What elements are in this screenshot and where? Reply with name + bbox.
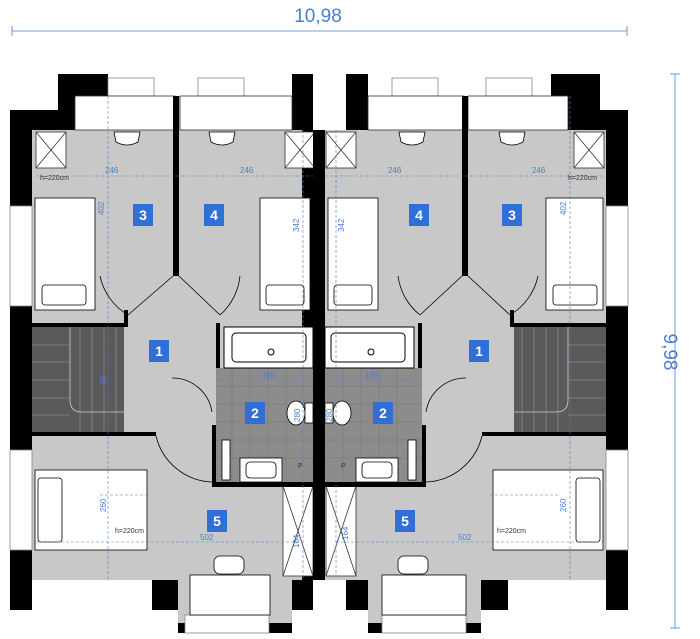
dim-164-a: 164 — [292, 534, 301, 548]
windows — [9, 77, 629, 634]
room-5-left-box — [207, 510, 227, 532]
room-labels: 3 4 1 2 5 4 3 1 2 5 — [133, 204, 522, 532]
room-4-right-label: 4 — [415, 207, 423, 223]
staircases — [32, 327, 606, 432]
dim-h220-a: h=220cm — [40, 175, 69, 182]
p-label-right: P — [341, 463, 346, 470]
room-2-left-label: 2 — [251, 405, 259, 421]
overall-width-label: 10,98 — [294, 6, 342, 27]
dim-342-a: 342 — [292, 218, 301, 232]
dim-502-b: 502 — [458, 533, 472, 542]
ventilation-shafts — [35, 131, 605, 577]
bathtubs — [223, 326, 415, 369]
overall-width-dimension — [11, 26, 628, 36]
beds — [34, 197, 604, 551]
dim-280-b: 280 — [325, 408, 334, 422]
dim-260-a: 260 — [99, 498, 108, 512]
dim-280-a: 280 — [293, 408, 302, 422]
dim-164-b: 164 — [341, 526, 350, 540]
dim-402-a: 402 — [97, 201, 106, 215]
dim-246-c: 246 — [388, 166, 402, 175]
desks — [189, 555, 467, 616]
dim-165-b: 165 — [365, 371, 379, 380]
room-3-left-box — [133, 204, 153, 226]
dim-246-a: 246 — [105, 166, 119, 175]
dim-502-a: 502 — [200, 533, 214, 542]
room-2-right-label: 2 — [379, 405, 387, 421]
dim-80: 80 — [99, 375, 108, 384]
wardrobes — [74, 95, 569, 131]
room-4-left-box — [204, 204, 224, 226]
room-1-right-box — [469, 340, 489, 362]
bathroom-fixtures — [221, 400, 417, 483]
room-2-right-box — [373, 402, 393, 424]
stair-treads — [32, 327, 606, 432]
room-2-left-box — [245, 402, 265, 424]
dim-h220-b: h=220cm — [568, 175, 597, 182]
room-1-left-label: 1 — [155, 343, 163, 359]
room-3-right-label: 3 — [508, 207, 516, 223]
dim-165-a: 165 — [262, 371, 276, 380]
dim-h220-d: h=220cm — [497, 528, 526, 535]
dim-246-b: 246 — [240, 166, 254, 175]
room-4-left-label: 4 — [210, 207, 218, 223]
overall-depth-dimension — [670, 73, 680, 629]
dim-342-b: 342 — [337, 218, 346, 232]
room-3-left-label: 3 — [139, 207, 147, 223]
interior-walls — [32, 96, 606, 580]
dim-260-b: 260 — [559, 498, 568, 512]
room-5-left-label: 5 — [213, 513, 221, 529]
dim-246-d: 246 — [532, 166, 546, 175]
dim-h220-c: h=220cm — [115, 528, 144, 535]
room-4-right-box — [409, 204, 429, 226]
room-1-left-box — [149, 340, 169, 362]
door-swings — [99, 275, 539, 483]
top-chairs — [113, 131, 526, 146]
room-1-right-label: 1 — [475, 343, 483, 359]
p-label-left: P — [298, 463, 303, 470]
overall-depth-label: 9,98 — [659, 334, 680, 371]
room-5-right-box — [395, 510, 415, 532]
dimension-lines — [36, 96, 604, 580]
room-5-right-label: 5 — [401, 513, 409, 529]
dim-402-b: 402 — [559, 201, 568, 215]
room-3-right-box — [502, 204, 522, 226]
